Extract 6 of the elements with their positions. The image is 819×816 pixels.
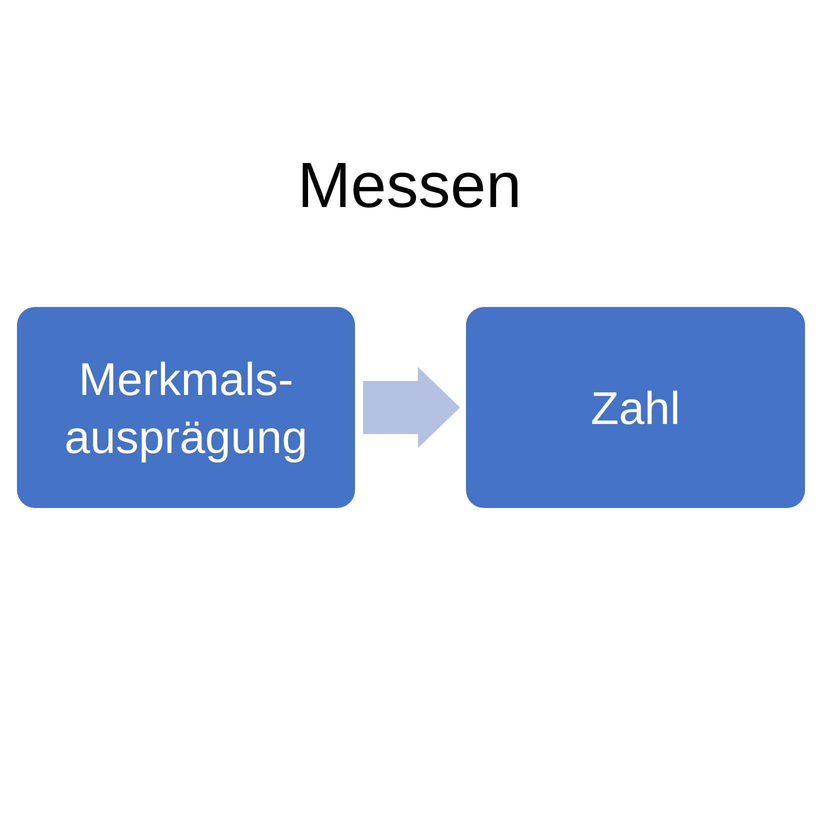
box-label: Zahl: [590, 380, 680, 436]
process-box: [17, 307, 355, 508]
box-label: Merkmals- ausprägung: [64, 352, 308, 464]
process-box: [466, 307, 805, 508]
block-arrow: [363, 367, 460, 448]
title: Messen: [296, 148, 523, 223]
